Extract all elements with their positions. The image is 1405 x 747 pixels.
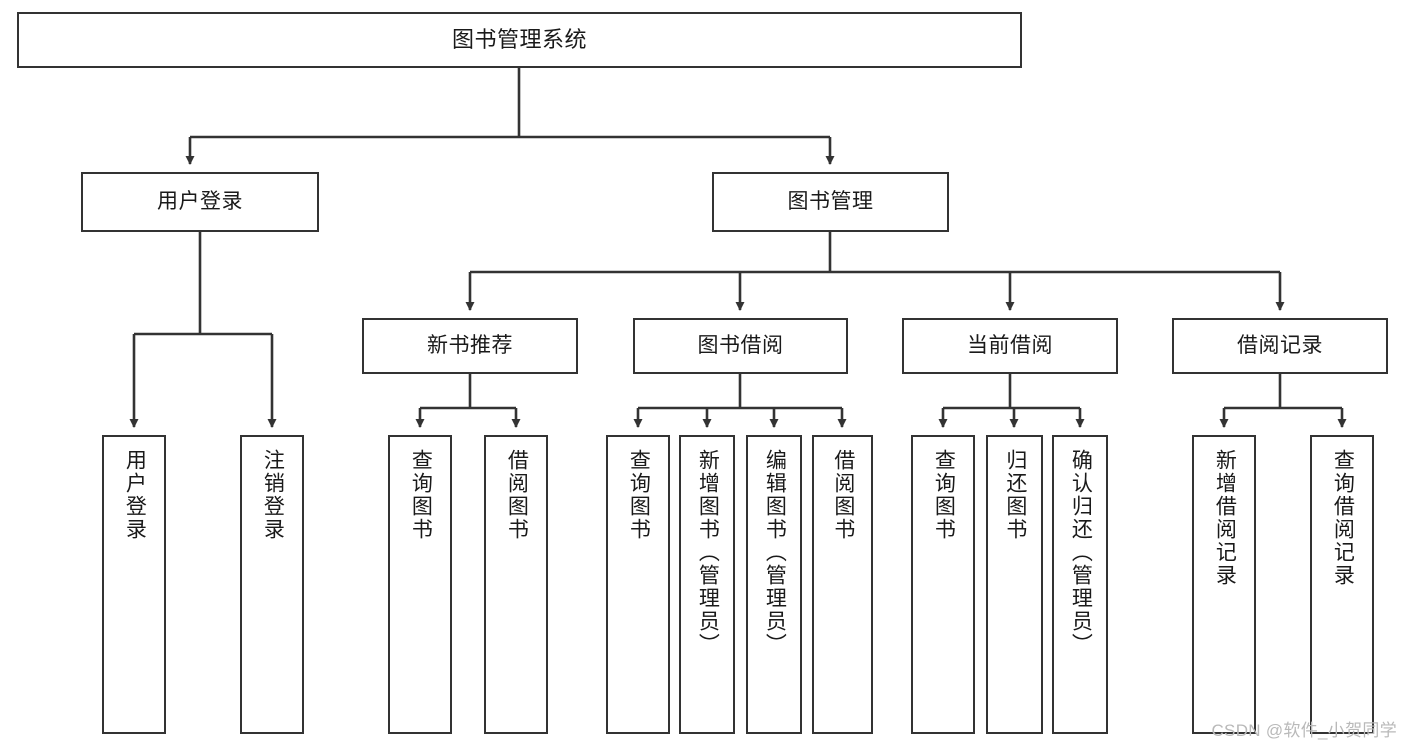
node-leaf-borrow-book[interactable]: 借阅图书 (812, 435, 873, 734)
node-leaf-confirm-return-label: 确认归还（管理员） (1069, 449, 1093, 656)
node-leaf-user-login[interactable]: 用户登录 (102, 435, 166, 734)
node-leaf-add-book-label: 新增图书（管理员） (696, 449, 720, 656)
node-leaf-add-book[interactable]: 新增图书（管理员） (679, 435, 735, 734)
node-leaf-add-borrow-record-label: 新增借阅记录 (1213, 449, 1237, 587)
node-leaf-add-borrow-record[interactable]: 新增借阅记录 (1192, 435, 1256, 734)
node-leaf-query-book-current[interactable]: 查询图书 (911, 435, 975, 734)
node-book-borrow[interactable]: 图书借阅 (633, 318, 848, 374)
node-leaf-borrow-book-label: 借阅图书 (831, 449, 855, 541)
node-leaf-user-logout-label: 注销登录 (261, 449, 285, 541)
node-borrow-record[interactable]: 借阅记录 (1172, 318, 1388, 374)
node-leaf-query-borrow-record-label: 查询借阅记录 (1331, 449, 1355, 587)
node-book-management[interactable]: 图书管理 (712, 172, 949, 232)
node-leaf-user-login-label: 用户登录 (123, 449, 147, 541)
node-leaf-return-book[interactable]: 归还图书 (986, 435, 1043, 734)
node-leaf-edit-book-label: 编辑图书（管理员） (763, 449, 787, 656)
node-new-book-recommend-label: 新书推荐 (427, 333, 513, 357)
node-root[interactable]: 图书管理系统 (17, 12, 1022, 68)
node-user-login[interactable]: 用户登录 (81, 172, 319, 232)
node-leaf-query-book-borrow[interactable]: 查询图书 (606, 435, 670, 734)
node-borrow-record-label: 借阅记录 (1237, 333, 1323, 357)
node-book-management-label: 图书管理 (787, 189, 874, 213)
node-leaf-borrow-book-recommend-label: 借阅图书 (505, 449, 529, 541)
csdn-watermark: CSDN @软件_小贺同学 (1211, 721, 1397, 740)
node-leaf-query-book-recommend-label: 查询图书 (409, 449, 433, 541)
node-current-borrow[interactable]: 当前借阅 (902, 318, 1118, 374)
node-leaf-query-book-current-label: 查询图书 (932, 449, 956, 541)
node-root-label: 图书管理系统 (451, 27, 587, 53)
node-leaf-edit-book[interactable]: 编辑图书（管理员） (746, 435, 802, 734)
node-new-book-recommend[interactable]: 新书推荐 (362, 318, 578, 374)
node-leaf-user-logout[interactable]: 注销登录 (240, 435, 304, 734)
node-leaf-confirm-return[interactable]: 确认归还（管理员） (1052, 435, 1108, 734)
node-current-borrow-label: 当前借阅 (967, 333, 1053, 357)
node-user-login-label: 用户登录 (157, 189, 243, 213)
node-leaf-query-book-borrow-label: 查询图书 (627, 449, 651, 541)
node-leaf-return-book-label: 归还图书 (1003, 449, 1027, 541)
node-book-borrow-label: 图书借阅 (697, 333, 784, 357)
node-leaf-query-borrow-record[interactable]: 查询借阅记录 (1310, 435, 1374, 734)
node-leaf-query-book-recommend[interactable]: 查询图书 (388, 435, 452, 734)
node-leaf-borrow-book-recommend[interactable]: 借阅图书 (484, 435, 548, 734)
